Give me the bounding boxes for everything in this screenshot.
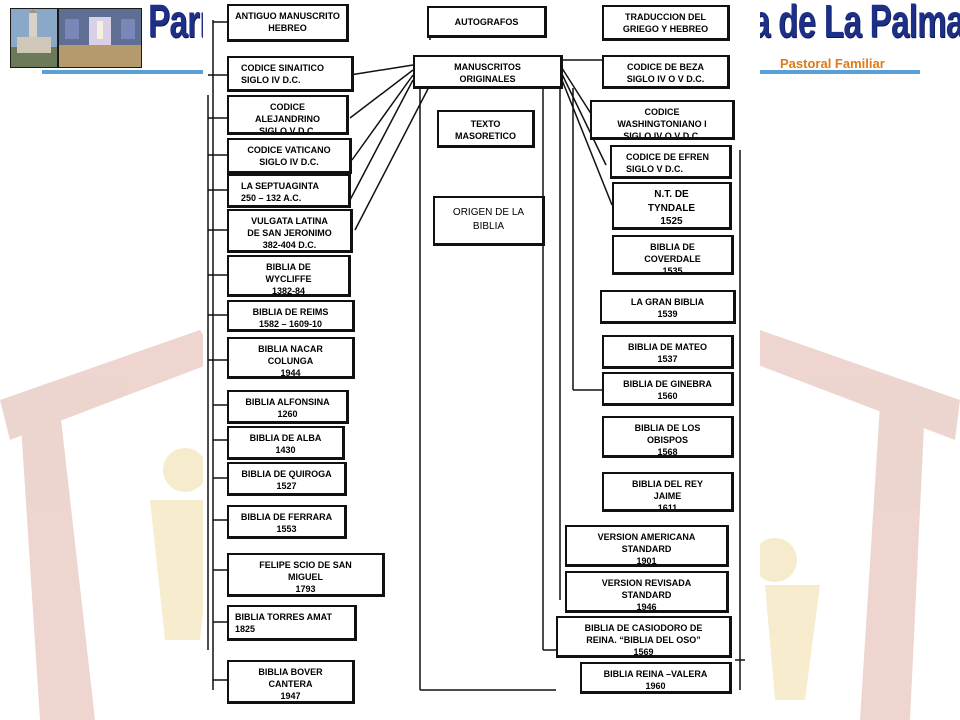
right-box-rey-jaime: BIBLIA DEL REY JAIME 1611 (602, 472, 734, 512)
left-box-nacar-colunga: BIBLIA NACAR COLUNGA 1944 (227, 337, 355, 379)
right-box-codice-beza: CODICE DE BEZA SIGLO IV O V D.C. (602, 55, 730, 89)
watermark-figure-left (150, 448, 215, 640)
right-box-obispos: BIBLIA DE LOS OBISPOS 1568 (602, 416, 734, 458)
left-box-quiroga: BIBLIA DE QUIROGA 1527 (227, 462, 347, 496)
autografos-box: AUTOGRAFOS (427, 6, 547, 38)
right-box-reina-valera: BIBLIA REINA –VALERA 1960 (580, 662, 732, 694)
right-box-traduccion: TRADUCCION DEL GRIEGO Y HEBREO (602, 5, 730, 41)
left-box-ferrara: BIBLIA DE FERRARA 1553 (227, 505, 347, 539)
texto-masoretico-box: TEXTO MASORETICO (437, 110, 535, 148)
right-box-coverdale: BIBLIA DE COVERDALE 1535 (612, 235, 734, 275)
left-box-reims: BIBLIA DE REIMS 1582 – 1609-10 (227, 300, 355, 332)
right-box-gran-biblia: LA GRAN BIBLIA 1539 (600, 290, 736, 324)
left-box-alba: BIBLIA DE ALBA 1430 (227, 426, 345, 460)
right-box-tyndale: N.T. DE TYNDALE 1525 (612, 182, 732, 230)
left-box-torres-amat: BIBLIA TORRES AMAT 1825 (227, 605, 357, 641)
right-box-version-americana: VERSION AMERICANA STANDARD 1901 (565, 525, 729, 567)
watermark-tau-left (0, 330, 220, 720)
right-box-codice-efren: CODICE DE EFREN SIGLO V D.C. (610, 145, 732, 179)
right-box-mateo: BIBLIA DE MATEO 1537 (602, 335, 734, 369)
manuscritos-originales-box: MANUSCRITOS ORIGINALES (413, 55, 563, 89)
left-box-codice-alejandrino: CODICE ALEJANDRINO SIGLO V D.C. (227, 95, 349, 135)
left-box-bover-cantera: BIBLIA BOVER CANTERA 1947 (227, 660, 355, 704)
right-box-casiodoro: BIBLIA DE CASIODORO DE REINA. “BIBLIA DE… (556, 616, 732, 658)
watermark-tau-right (745, 330, 960, 720)
header-accent-bar-left (42, 70, 212, 74)
right-box-version-revisada: VERSION REVISADA STANDARD 1946 (565, 571, 729, 613)
right-box-codice-washingtoniano: CODICE WASHINGTONIANO I SIGLO IV O V D.C… (590, 100, 735, 140)
left-box-vulgata-latina: VULGATA LATINA DE SAN JERONIMO 382-404 D… (227, 209, 353, 253)
left-box-codice-sinaitico: CODICE SINAITICO SIGLO IV D.C. (227, 56, 354, 92)
page-title-right: a de La Palma (752, 0, 960, 47)
left-box-septuaginta: LA SEPTUAGINTA 250 – 132 A.C. (227, 174, 351, 208)
church-exterior-photo (10, 8, 58, 68)
origen-de-la-biblia-box: ORIGEN DE LA BIBLIA (433, 196, 545, 246)
watermark-figure-right (753, 538, 820, 700)
church-interior-photo (58, 8, 142, 68)
subtitle: Pastoral Familiar (780, 56, 885, 71)
left-box-codice-vaticano: CODICE VATICANO SIGLO IV D.C. (227, 138, 352, 174)
right-box-ginebra: BIBLIA DE GINEBRA 1560 (602, 372, 734, 406)
header-accent-bar-right (752, 70, 920, 74)
left-box-wycliffe: BIBLIA DE WYCLIFFE 1382-84 (227, 255, 351, 297)
left-box-antiguo-manuscrito: ANTIGUO MANUSCRITO HEBREO (227, 4, 349, 42)
left-box-alfonsina: BIBLIA ALFONSINA 1260 (227, 390, 349, 424)
left-box-felipe-scio: FELIPE SCIO DE SAN MIGUEL 1793 (227, 553, 385, 597)
